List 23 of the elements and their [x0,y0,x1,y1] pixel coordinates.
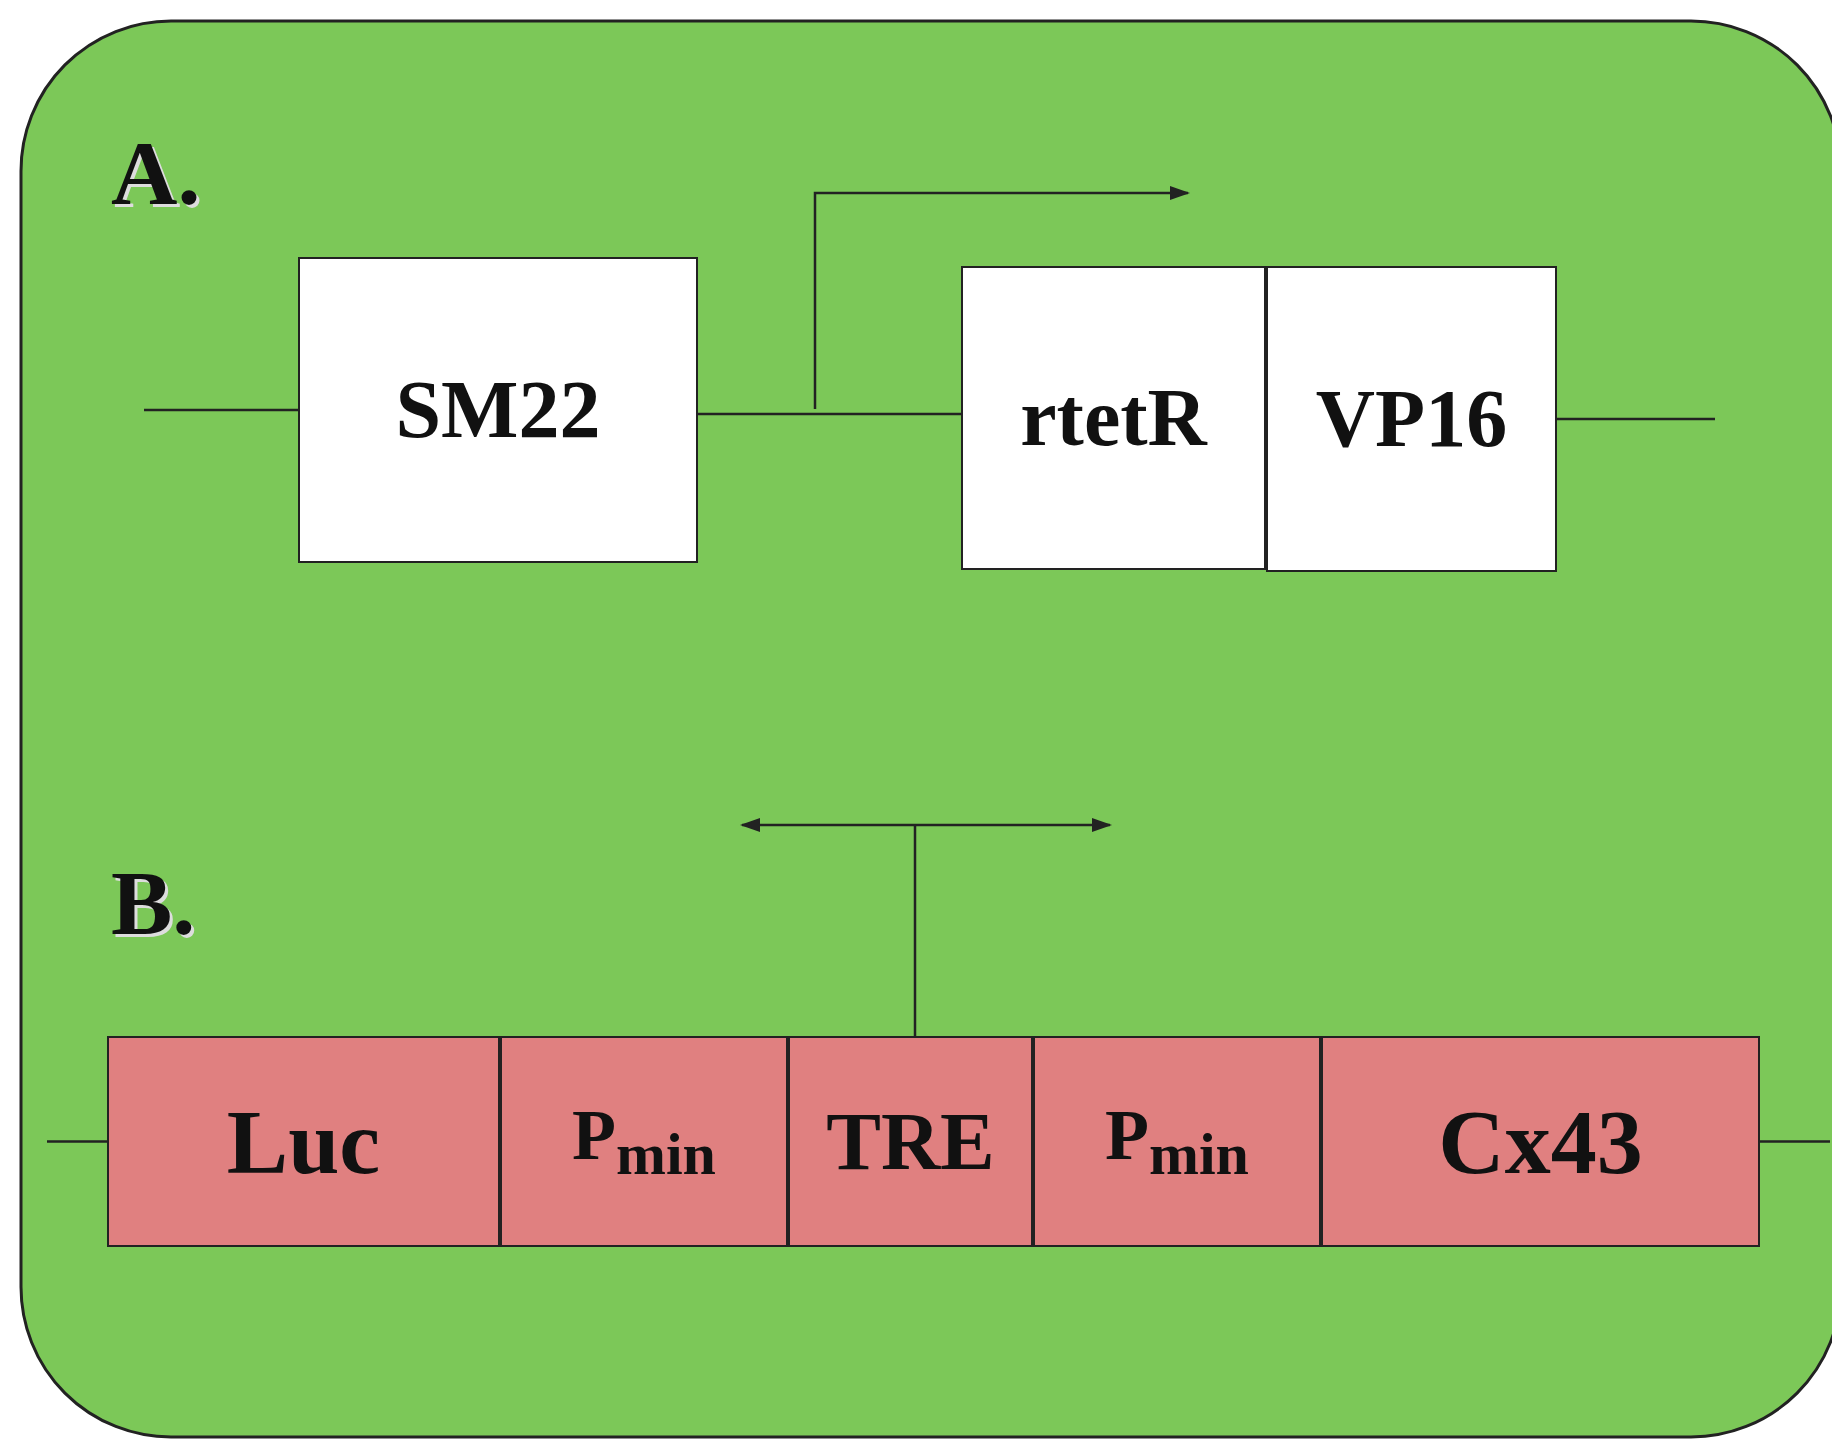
segment-label: P$_{min}$ [1105,1093,1249,1190]
panel-letter: B. [111,851,196,956]
connector-line [1760,1140,1830,1143]
segment-label: Cx43 [1438,1089,1643,1195]
gene-box [298,257,698,563]
connector-line [144,408,298,412]
construct-segment [107,1036,500,1247]
construct-segment [788,1036,1033,1247]
construct-segment [1033,1036,1321,1247]
connector-line [698,412,961,416]
panel-letter: A. [111,121,201,226]
connector-line [47,1140,107,1143]
segment-label: rtetR [1020,371,1207,465]
segment-label: Luc [226,1089,381,1195]
gene-box [1266,266,1557,572]
gene-box [961,266,1266,570]
segment-label: VP16 [1315,372,1508,466]
segment-label: P$_{min}$ [572,1093,716,1190]
segment-label: TRE [826,1094,995,1189]
construct-segment [500,1036,788,1247]
connector-line [1557,417,1715,421]
segment-label: SM22 [395,363,601,457]
construct-segment [1321,1036,1760,1247]
